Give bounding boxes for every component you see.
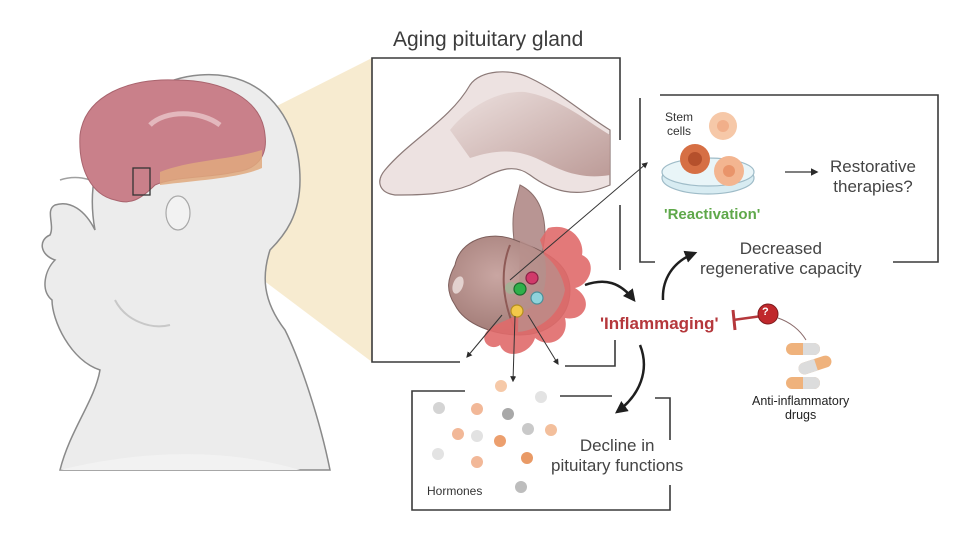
arrow-to-inflammaging — [584, 280, 636, 302]
pituitary-frame — [371, 57, 621, 363]
decreased-line1: Decreased — [739, 239, 822, 258]
restorative-therapies-label: Restorative therapies? — [830, 157, 916, 196]
arrow-to-decline — [614, 344, 646, 414]
arrow-to-regeneration — [661, 250, 698, 301]
hormone-particle-icon — [521, 452, 533, 464]
drugs-line1: Anti-inflammatory — [752, 394, 850, 408]
hormone-particle-icon — [515, 481, 527, 493]
decreased-regenerative-label: Decreased regenerative capacity — [700, 239, 862, 278]
restorative-line2: therapies? — [833, 176, 913, 196]
figure-title: Aging pituitary gland — [393, 28, 584, 51]
cell-yellow — [510, 304, 524, 318]
arrow-hormone-right — [527, 314, 559, 366]
reactivation-label: 'Reactivation' — [664, 206, 761, 223]
decline-line1: Decline in — [579, 436, 655, 455]
decreased-line2: regenerative capacity — [700, 258, 862, 278]
inhibit-icon — [732, 314, 763, 322]
stem-cell-frame — [660, 94, 939, 263]
pituitary-location-box — [132, 167, 151, 196]
question-badge — [757, 303, 779, 325]
stem-cells-label: Stem cells — [665, 110, 694, 139]
inflammation-blob — [484, 226, 591, 354]
hormone-particle-icon — [502, 408, 514, 420]
hormone-particles — [432, 380, 557, 493]
hormones-label: Hormones — [427, 484, 483, 498]
hormone-particle-icon — [494, 435, 506, 447]
arrow-hormone-left — [466, 314, 503, 358]
decline-pituitary-label: Decline in pituitary functions — [551, 436, 683, 475]
hormone-particle-icon — [471, 456, 483, 468]
hormone-particle-icon — [452, 428, 464, 440]
pill-icon — [798, 355, 832, 375]
question-mark: ? — [762, 306, 769, 318]
cell-green — [513, 282, 527, 296]
anti-inflammatory-drugs-label: Anti-inflammatory drugs — [752, 394, 849, 423]
hormone-particle-icon — [471, 403, 483, 415]
hormone-particle-icon — [522, 423, 534, 435]
hormone-particle-icon — [432, 448, 444, 460]
brain-icon — [79, 79, 266, 203]
arrow-to-stem-cells — [509, 162, 648, 281]
inflammaging-label: 'Inflammaging' — [600, 314, 719, 333]
hormones-frame — [411, 390, 671, 511]
cell-cyan — [530, 291, 544, 305]
arrow-hormone-mid — [510, 315, 517, 383]
hormone-particle-icon — [433, 402, 445, 414]
restorative-line1: Restorative — [830, 157, 916, 176]
stem-cells-label-line1: Stem — [665, 110, 694, 124]
pill-icon — [786, 343, 820, 355]
hormone-particle-icon — [535, 391, 547, 403]
hormone-particle-icon — [471, 430, 483, 442]
hormone-particle-icon — [545, 424, 557, 436]
stem-cells-label-line2: cells — [667, 123, 692, 138]
hormone-particle-icon — [495, 380, 507, 392]
cell-magenta — [525, 271, 539, 285]
pill-icon — [786, 377, 820, 389]
decline-line2: pituitary functions — [551, 455, 684, 475]
drugs-line2: drugs — [784, 408, 817, 423]
